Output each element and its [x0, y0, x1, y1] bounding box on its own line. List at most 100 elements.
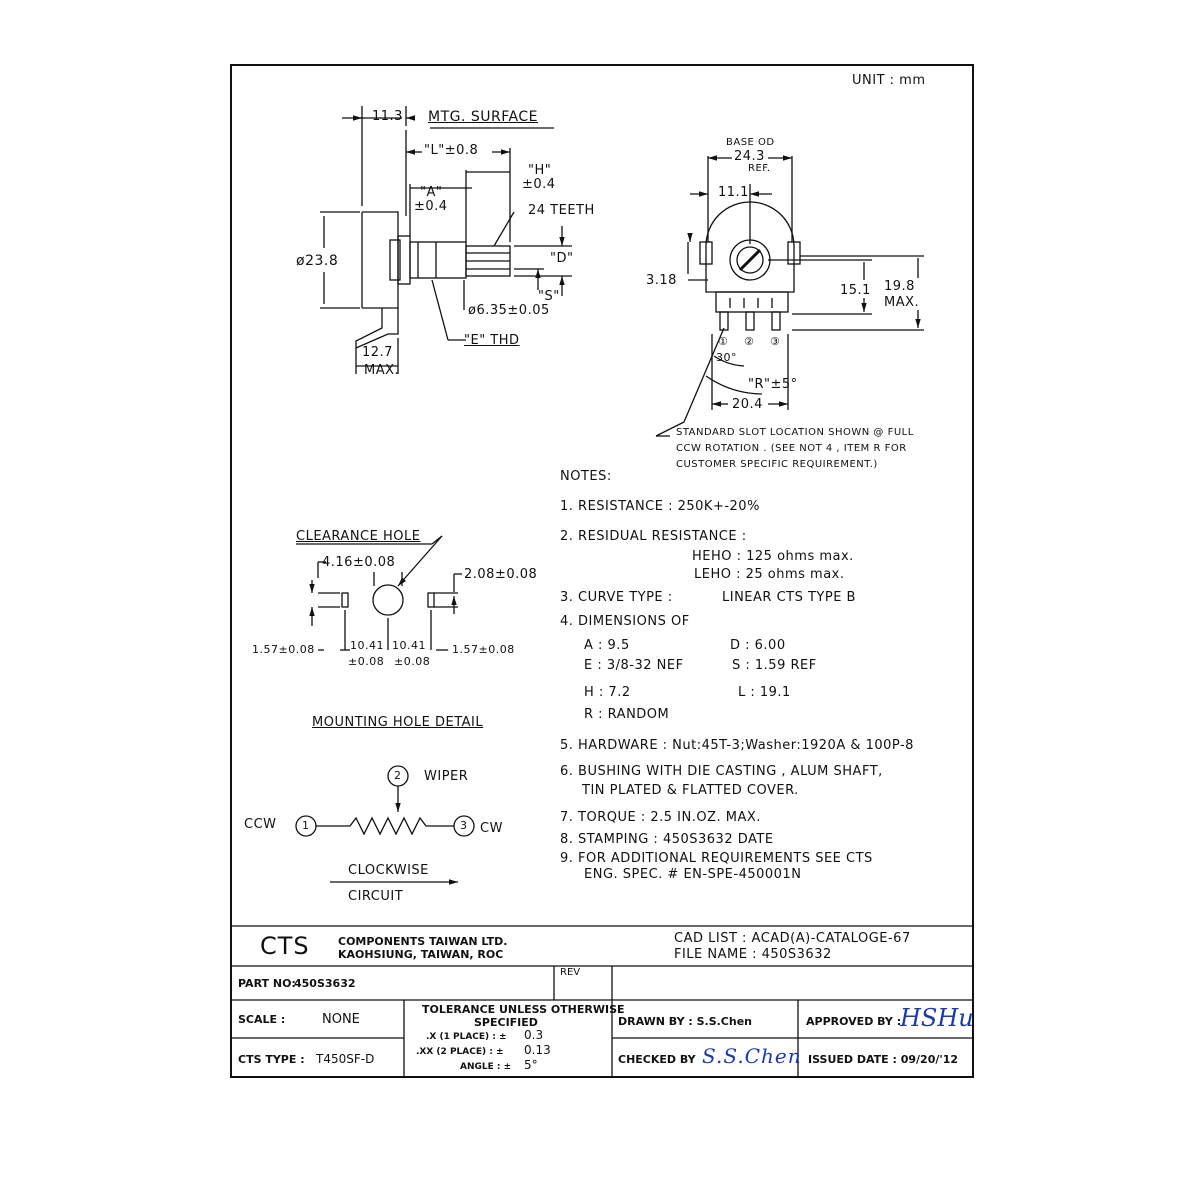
dim-10-41-b: 10.41	[392, 639, 426, 652]
note-6b: TIN PLATED & FLATTED COVER.	[582, 783, 799, 798]
dim-24-3-ref: REF.	[748, 163, 771, 174]
note-3-label: 3. CURVE TYPE :	[560, 590, 673, 605]
dim-s: "S"	[538, 289, 560, 304]
dim-11-1: 11.1	[718, 185, 749, 200]
dim-20-4: 20.4	[732, 397, 763, 412]
mtg-surface-label: MTG. SURFACE	[428, 109, 538, 125]
tol-angle-label: ANGLE : ±	[460, 1062, 512, 1072]
file-name: FILE NAME : 450S3632	[674, 947, 832, 962]
circuit-node-3: 3	[460, 819, 468, 832]
slot-note-line-1: STANDARD SLOT LOCATION SHOWN @ FULL	[676, 427, 914, 438]
note-7: 7. TORQUE : 2.5 IN.OZ. MAX.	[560, 810, 761, 825]
dim-1-57-left: 1.57±0.08	[252, 643, 315, 656]
dim-r: "R"±5°	[748, 377, 798, 392]
terminal-1-label: ①	[718, 335, 729, 348]
dim-19-8: 19.8	[884, 279, 915, 294]
company-name: COMPONENTS TAIWAN LTD.	[338, 935, 508, 948]
slot-note-line-3: CUSTOMER SPECIFIC REQUIREMENT.)	[676, 459, 878, 470]
note-2-leho: LEHO : 25 ohms max.	[694, 567, 845, 582]
tol-xx-label: .XX (2 PLACE) : ±	[416, 1047, 504, 1057]
slot-note-line-2: CCW ROTATION . (SEE NOT 4 , ITEM R FOR	[676, 443, 907, 454]
note-9a: 9. FOR ADDITIONAL REQUIREMENTS SEE CTS	[560, 851, 873, 866]
mounting-hole-detail	[296, 535, 462, 651]
note-4: 4. DIMENSIONS OF	[560, 614, 690, 629]
cw-label: CW	[480, 821, 503, 836]
note-4-s: S : 1.59 REF	[732, 658, 817, 673]
clockwise-label: CLOCKWISE	[348, 863, 429, 878]
dim-a: "A"	[420, 185, 443, 200]
notes-title: NOTES:	[560, 469, 612, 484]
angle-30: 30°	[716, 351, 737, 364]
tol-x-value: 0.3	[524, 1028, 544, 1042]
circuit-node-1: 1	[302, 819, 310, 832]
clearance-hole-label: CLEARANCE HOLE	[296, 529, 421, 544]
unit-label: UNIT : mm	[852, 73, 926, 88]
note-2: 2. RESIDUAL RESISTANCE :	[560, 529, 747, 544]
dim-h: "H"	[528, 163, 552, 178]
part-no-label: PART NO:	[238, 977, 296, 990]
technical-drawing	[232, 106, 972, 1076]
note-6a: 6. BUSHING WITH DIE CASTING , ALUM SHAFT…	[560, 764, 883, 779]
cts-type-value: T450SF-D	[316, 1052, 375, 1066]
dim-19-8-max: MAX.	[884, 295, 920, 310]
note-9b: ENG. SPEC. # EN-SPE-450001N	[584, 867, 802, 882]
checked-signature: S.S.Chen	[702, 1044, 802, 1068]
circuit-schematic	[295, 765, 475, 885]
note-1: 1. RESISTANCE : 250K+-20%	[560, 499, 760, 514]
side-view-dims	[320, 106, 572, 374]
tol-angle-value: 5°	[524, 1058, 538, 1072]
dia-23-8: ø23.8	[296, 253, 339, 269]
terminal-3-label: ③	[770, 335, 781, 348]
dim-1-57-right: 1.57±0.08	[452, 643, 515, 656]
circuit-label: CIRCUIT	[348, 889, 404, 904]
cts-logo: CTS	[260, 932, 310, 960]
teeth-label: 24 TEETH	[528, 203, 595, 218]
dim-12-7: 12.7	[362, 345, 393, 360]
note-4-h: H : 7.2	[584, 685, 631, 700]
rev-label: REV	[560, 967, 581, 978]
dim-h-tol: ±0.4	[522, 177, 556, 192]
company-location: KAOHSIUNG, TAIWAN, ROC	[338, 948, 504, 961]
dim-2-08: 2.08±0.08	[464, 567, 538, 582]
e-thd-label: "E" THD	[464, 333, 520, 348]
dim-4-16: 4.16±0.08	[322, 555, 396, 570]
side-view-body	[355, 211, 511, 349]
cts-type-label: CTS TYPE :	[238, 1053, 305, 1066]
tolerance-title-2: SPECIFIED	[474, 1016, 538, 1029]
mounting-hole-title: MOUNTING HOLE DETAIL	[312, 715, 484, 730]
note-2-heho: HEHO : 125 ohms max.	[692, 549, 854, 564]
note-4-l: L : 19.1	[738, 685, 791, 700]
checked-by-label: CHECKED BY	[618, 1053, 696, 1066]
note-4-a: A : 9.5	[584, 638, 630, 653]
tol-xx-value: 0.13	[524, 1043, 551, 1057]
tol-x-label: .X (1 PLACE) : ±	[426, 1032, 507, 1042]
note-5: 5. HARDWARE : Nut:45T-3;Washer:1920A & 1…	[560, 738, 914, 753]
drawing-sheet: UNIT : mm 11.3 MTG. SURFACE "L"±0.8 "H" …	[230, 64, 974, 1078]
dim-11-3: 11.3	[372, 109, 403, 124]
scale-value: NONE	[322, 1012, 360, 1027]
note-4-r: R : RANDOM	[584, 707, 670, 722]
drawn-by: DRAWN BY : S.S.Chen	[618, 1015, 752, 1028]
dim-d: "D"	[550, 251, 574, 266]
ccw-label: CCW	[244, 817, 277, 832]
approved-signature: HSHu	[900, 1004, 974, 1032]
dim-a-tol: ±0.4	[414, 199, 448, 214]
dim-15-1: 15.1	[840, 283, 871, 298]
part-no-value: 450S3632	[294, 977, 356, 990]
dim-12-7-max: MAX.	[364, 363, 400, 378]
dim-l: "L"±0.8	[424, 143, 479, 158]
issued-date: ISSUED DATE : 09/20/'12	[808, 1053, 959, 1066]
circuit-node-2: 2	[394, 769, 402, 782]
note-8: 8. STAMPING : 450S3632 DATE	[560, 832, 774, 847]
dim-3-18: 3.18	[646, 273, 677, 288]
tolerance-title-1: TOLERANCE UNLESS OTHERWISE	[422, 1003, 625, 1016]
note-4-d: D : 6.00	[730, 638, 786, 653]
dim-24-3: 24.3	[734, 149, 765, 164]
dim-10-41-a-tol: ±0.08	[348, 655, 385, 668]
dim-10-41-a: 10.41	[350, 639, 384, 652]
approved-by-label: APPROVED BY :	[806, 1015, 902, 1028]
front-view-dims	[655, 155, 924, 437]
note-3-value: LINEAR CTS TYPE B	[722, 590, 856, 605]
note-4-e: E : 3/8-32 NEF	[584, 658, 684, 673]
base-od-label: BASE OD	[726, 137, 775, 148]
